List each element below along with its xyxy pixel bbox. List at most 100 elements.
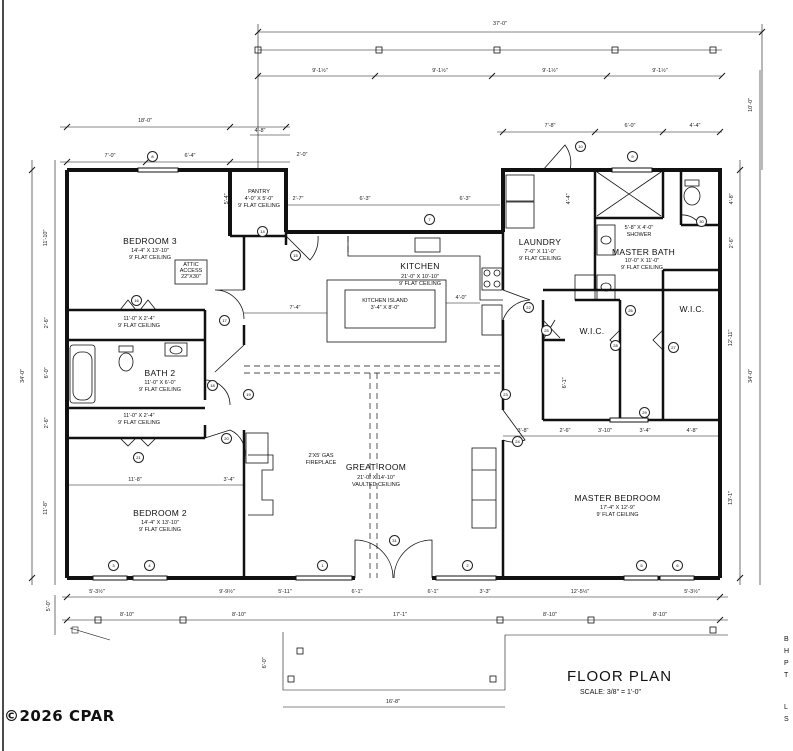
tag-23: 23 bbox=[500, 389, 511, 400]
master-bedroom-name: MASTER BEDROOM bbox=[574, 493, 661, 503]
dimension-lines bbox=[31, 24, 763, 708]
dim-mb-e: 4'-8" bbox=[686, 428, 698, 434]
bath2-ceiling: 9' FLAT CEILING bbox=[138, 387, 182, 393]
dim-mb-c: 3'-10" bbox=[597, 428, 612, 434]
dim-right-upper: 12'-11" bbox=[728, 329, 735, 347]
bedroom3-size: 14'-4" X 13'-10" bbox=[131, 248, 169, 254]
pantry-size: 4'-0" X 5'-0" bbox=[244, 196, 274, 202]
fireplace-line1: 2'X5' GAS bbox=[308, 453, 334, 459]
dim-left-upper: 11'-10" bbox=[43, 229, 50, 247]
tag-3: 3 bbox=[108, 560, 119, 571]
dim-lower-left-small-1: 5'-0" bbox=[46, 600, 53, 612]
master-bath-size: 10'-0" X 11'-0" bbox=[624, 258, 660, 264]
shower-name: SHOWER bbox=[626, 232, 652, 238]
bedroom3-ceiling: 9' FLAT CEILING bbox=[128, 255, 172, 261]
attic-line1: ATTIC bbox=[183, 262, 199, 268]
dim-bottom-2: 9'-9½" bbox=[219, 589, 235, 595]
dim-bed3-top-b: 6'-4" bbox=[184, 153, 196, 159]
dim-bottom-7: 12'-5½" bbox=[570, 589, 590, 595]
tag-9: 9 bbox=[627, 151, 638, 162]
closet-lower-size: 11'-0" X 2'-4" bbox=[123, 413, 155, 419]
island-size: 3'-4" X 8'-0" bbox=[370, 305, 400, 311]
island-name: KITCHEN ISLAND bbox=[362, 298, 408, 304]
dim-bed3-top-a: 7'-0" bbox=[104, 153, 116, 159]
dim-top-seg-2: 9'-1½" bbox=[432, 68, 448, 74]
vaulted-ceiling-lines bbox=[244, 236, 503, 578]
tag-17: 17 bbox=[219, 315, 230, 326]
tag-31: 31 bbox=[389, 535, 400, 546]
tag-24: 24 bbox=[512, 436, 523, 447]
tag-4: 4 bbox=[144, 560, 155, 571]
bath2-name: BATH 2 bbox=[144, 368, 176, 378]
tag-29: 29 bbox=[639, 407, 650, 418]
tag-14: 14 bbox=[257, 226, 268, 237]
dim-bed2-gap: 3'-4" bbox=[223, 477, 235, 483]
fireplace-line2: FIREPLACE bbox=[305, 460, 337, 466]
great-room-ceiling: VAULTED CEILING bbox=[351, 482, 401, 488]
dim-mb-d: 3'-4" bbox=[639, 428, 651, 434]
dim-bottom-1: 5'-3½" bbox=[89, 589, 105, 595]
tag-28: 28 bbox=[610, 340, 621, 351]
bedroom3-name: BEDROOM 3 bbox=[123, 236, 177, 246]
dim-pantry-w: 2'-7" bbox=[292, 196, 304, 202]
dim-right-wing-a: 7'-8" bbox=[544, 123, 556, 129]
dim-left-wing: 18'-0" bbox=[137, 118, 152, 124]
dim-bottom-4: 6'-1" bbox=[351, 589, 363, 595]
dim-mb-b: 2'-6" bbox=[559, 428, 571, 434]
pantry-ceiling: 9' FLAT CEILING bbox=[237, 203, 281, 209]
dim-left-small-5: 4'-4" bbox=[566, 193, 573, 205]
tag-27: 27 bbox=[668, 342, 679, 353]
dim-top-total: 37'-0" bbox=[492, 21, 507, 27]
dim-bottom-6: 3'-3" bbox=[479, 589, 491, 595]
dim-bottom-3: 5'-11" bbox=[278, 589, 292, 595]
edge-text-3: P bbox=[784, 660, 789, 667]
master-bedroom-size: 17'-4" X 12'-9" bbox=[600, 505, 635, 511]
tag-2: 2 bbox=[462, 560, 473, 571]
bedroom2-ceiling: 9' FLAT CEILING bbox=[138, 527, 182, 533]
shower-size: 5'-8" X 4'-0" bbox=[624, 225, 654, 231]
dim-bed2-w: 11'-8" bbox=[128, 477, 142, 483]
closet-upper-size: 11'-0" X 2'-4" bbox=[123, 316, 155, 322]
tag-1: 1 bbox=[317, 560, 328, 571]
tag-6: 6 bbox=[672, 560, 683, 571]
dim-mb-a: 3'-8" bbox=[517, 428, 529, 434]
dim-left-small-3: 6'-0" bbox=[44, 367, 51, 379]
attic-line3: 22"X30" bbox=[181, 274, 201, 280]
dim-top-seg-4: 9'-1½" bbox=[652, 68, 668, 74]
dim-porch-top: 4'-8" bbox=[254, 128, 266, 134]
edge-text-6: S bbox=[784, 716, 789, 723]
dim-bottom2-5: 8'-10" bbox=[652, 612, 667, 618]
tag-5: 5 bbox=[636, 560, 647, 571]
dim-right-small-2: 2'-6" bbox=[729, 237, 736, 249]
dim-porch-bottom: 16'-8" bbox=[385, 699, 400, 705]
tag-16: 16 bbox=[131, 295, 142, 306]
dimension-markers bbox=[94, 46, 717, 683]
dim-bottom2-1: 8'-10" bbox=[119, 612, 134, 618]
dim-right-wing-b: 6'-0" bbox=[624, 123, 636, 129]
dim-bottom2-2: 8'-10" bbox=[231, 612, 246, 618]
tag-8: 8 bbox=[147, 151, 158, 162]
tag-25: 25 bbox=[541, 325, 552, 336]
great-room-name: GREAT ROOM bbox=[345, 462, 407, 472]
laundry-name: LAUNDRY bbox=[518, 237, 562, 247]
dim-left-total: 34'-0" bbox=[20, 368, 27, 383]
dim-island-right: 4'-0" bbox=[455, 295, 467, 301]
dim-left-small-2: 2'-6" bbox=[44, 317, 51, 329]
laundry-ceiling: 9' FLAT CEILING bbox=[518, 256, 562, 262]
tag-30: 30 bbox=[696, 216, 707, 227]
great-room-size: 21'-0" X 14'-10" bbox=[357, 475, 395, 481]
master-bath-ceiling: 9' FLAT CEILING bbox=[620, 265, 664, 271]
tag-22: 22 bbox=[523, 302, 534, 313]
master-bedroom-ceiling: 9' FLAT CEILING bbox=[596, 512, 639, 518]
dim-left-lower: 11'-8" bbox=[43, 501, 50, 515]
dim-top-seg-1: 9'-1½" bbox=[312, 68, 328, 74]
dim-bottom2-3: 17'-1" bbox=[392, 612, 407, 618]
dim-porch-gap: 2'-0" bbox=[296, 152, 308, 158]
dim-right-total: 34'-0" bbox=[748, 368, 755, 383]
dim-kitchen-a: 6'-3" bbox=[359, 196, 371, 202]
edge-text-2: H bbox=[784, 648, 790, 655]
tag-26: 26 bbox=[625, 305, 636, 316]
edge-text-4: T bbox=[784, 672, 789, 679]
edge-text-5: L bbox=[784, 704, 788, 711]
copyright-text: ©2026 CPAR bbox=[4, 707, 115, 725]
